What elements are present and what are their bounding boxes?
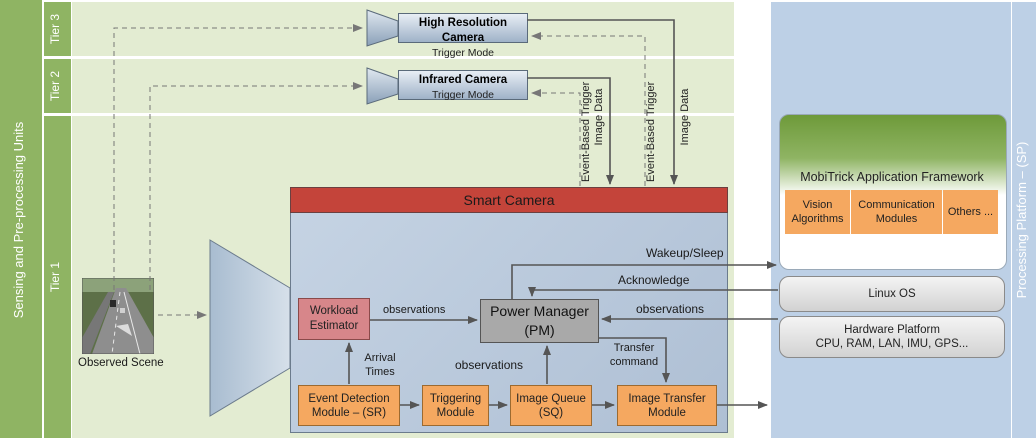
road-photo bbox=[82, 278, 154, 354]
arrival-times-text: Arrival Times bbox=[364, 352, 396, 378]
we-observations-label: observations bbox=[383, 304, 446, 316]
hardware-platform: Hardware Platform CPU, RAM, LAN, IMU, GP… bbox=[779, 316, 1005, 358]
hw-observations-label: observations bbox=[636, 302, 705, 316]
hardware-title: Hardware Platform bbox=[844, 324, 940, 336]
image-transfer-module: Image Transfer Module bbox=[617, 385, 717, 426]
infrared-camera-text: Infrared Camera Trigger Mode bbox=[398, 72, 528, 102]
infrared-camera-mode: Trigger Mode bbox=[431, 89, 495, 101]
smart-camera-header: Smart Camera bbox=[290, 187, 728, 213]
hardware-items: CPU, RAM, LAN, IMU, GPS... bbox=[815, 338, 969, 350]
image-data-label-2: Image Data bbox=[679, 88, 691, 146]
power-manager-label: Power Manager (PM) bbox=[490, 303, 589, 338]
others-label: Others ... bbox=[947, 206, 994, 218]
tier1-label-cell bbox=[44, 116, 71, 438]
event-trigger-infrared-arrow bbox=[531, 89, 581, 186]
event-detection-module: Event Detection Module – (SR) bbox=[298, 385, 400, 426]
communication-modules-label: Communication Modules bbox=[858, 199, 935, 225]
scene-to-highres-arrow bbox=[113, 24, 363, 290]
image-transfer-label: Image Transfer Module bbox=[628, 392, 706, 419]
tier2-label-cell bbox=[44, 59, 71, 113]
vision-algorithms-label: Vision Algorithms bbox=[791, 199, 844, 225]
high-res-camera-mode: Trigger Mode bbox=[431, 47, 495, 59]
arrival-times-label: Arrival Times bbox=[358, 351, 402, 379]
infrared-camera-name: Infrared Camera bbox=[418, 74, 508, 86]
high-res-camera bbox=[398, 13, 528, 43]
others-module: Others ... bbox=[943, 190, 998, 234]
smart-camera-lens bbox=[209, 239, 291, 417]
event-trigger-label-2: Event-Based Trigger bbox=[645, 81, 657, 182]
acknowledge-arrow bbox=[528, 287, 778, 297]
transfer-command-label: Transfer command bbox=[604, 341, 664, 369]
tier3-label-cell bbox=[44, 2, 71, 56]
power-manager: Power Manager (PM) bbox=[480, 299, 599, 343]
smart-camera-title: Smart Camera bbox=[463, 192, 555, 208]
linux-os-label: Linux OS bbox=[868, 288, 916, 300]
image-queue: Image Queue (SQ) bbox=[510, 385, 592, 426]
wakeup-sleep-label: Wakeup/Sleep bbox=[646, 246, 724, 260]
high-res-camera-text: High Resolution Camera Trigger Mode bbox=[398, 15, 528, 60]
image-data-label-1: Image Data bbox=[593, 88, 605, 146]
triggering-module: Triggering Module bbox=[422, 385, 489, 426]
acknowledge-label: Acknowledge bbox=[618, 273, 690, 287]
high-res-camera-name: High Resolution Camera bbox=[418, 17, 508, 44]
infrared-camera bbox=[398, 70, 528, 100]
iq-observations-label: observations bbox=[455, 358, 524, 372]
communication-modules: Communication Modules bbox=[851, 190, 942, 234]
processing-sidebar bbox=[1012, 2, 1036, 438]
sensing-sidebar bbox=[0, 0, 42, 438]
highres-image-data-arrow bbox=[527, 19, 678, 185]
vision-algorithms: Vision Algorithms bbox=[785, 190, 850, 234]
observed-scene-image bbox=[82, 278, 154, 354]
observed-scene-label: Observed Scene bbox=[78, 357, 164, 369]
framework-title: MobiTrick Application Framework bbox=[800, 170, 984, 184]
transfer-command-arrow bbox=[599, 337, 670, 383]
event-trigger-highres-arrow bbox=[531, 32, 646, 186]
transfer-command-text: Transfer command bbox=[609, 342, 659, 368]
linux-os: Linux OS bbox=[779, 276, 1005, 312]
image-queue-label: Image Queue (SQ) bbox=[516, 392, 586, 419]
infrared-image-data-arrow bbox=[527, 77, 614, 185]
triggering-module-label: Triggering Module bbox=[429, 392, 482, 419]
wakeup-sleep-arrow bbox=[511, 261, 777, 299]
workload-estimator-label: Workload Estimator bbox=[309, 305, 359, 332]
scene-to-infrared-arrow bbox=[149, 82, 363, 290]
event-detection-label: Event Detection Module – (SR) bbox=[308, 392, 390, 419]
event-trigger-label-1: Event-Based Trigger bbox=[580, 81, 592, 182]
workload-estimator: Workload Estimator bbox=[298, 298, 370, 340]
